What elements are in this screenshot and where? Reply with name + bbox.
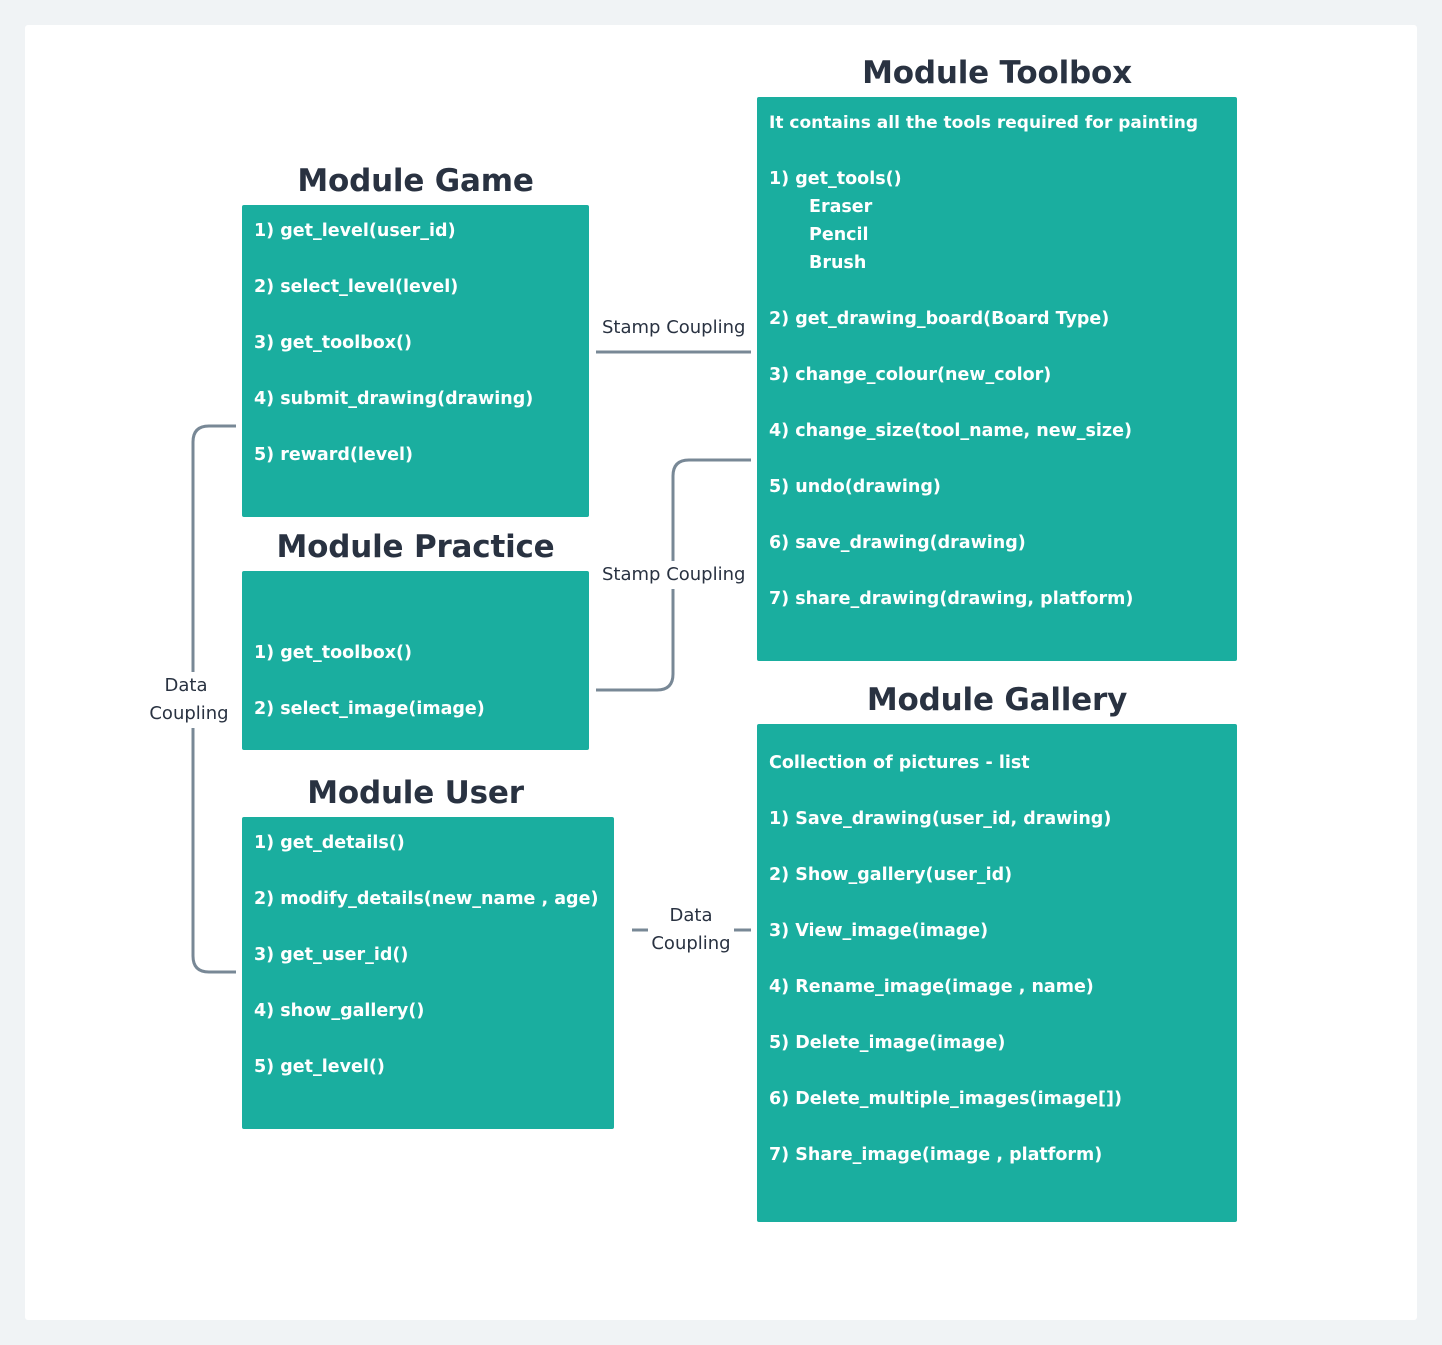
module-toolbox-tool: Pencil: [809, 225, 869, 245]
module-game-item: 3) get_toolbox(): [254, 333, 413, 353]
module-practice-item: 2) select_image(image): [254, 699, 485, 719]
connector-label-data-coupling-left-line1: Data: [164, 675, 208, 696]
module-user-item: 5) get_level(): [254, 1057, 385, 1077]
module-game-box: 1) get_level(user_id) 2) select_level(le…: [242, 205, 589, 517]
module-toolbox-item: 5) undo(drawing): [769, 477, 941, 497]
module-toolbox-item: 1) get_tools(): [769, 169, 902, 189]
module-gallery-item: 1) Save_drawing(user_id, drawing): [769, 809, 1112, 829]
connector-label-data-coupling-right-line2: Coupling: [651, 933, 731, 954]
module-gallery-item: 3) View_image(image): [769, 921, 989, 941]
module-toolbox-description: It contains all the tools required for p…: [769, 113, 1199, 133]
module-toolbox-item: 4) change_size(tool_name, new_size): [769, 421, 1132, 441]
module-gallery-item: 6) Delete_multiple_images(image[]): [769, 1089, 1122, 1109]
connector-label-practice-toolbox: Stamp Coupling: [598, 561, 750, 589]
connector-label-data-coupling-left-line2: Coupling: [149, 703, 229, 724]
module-toolbox-item: 6) save_drawing(drawing): [769, 533, 1026, 553]
module-toolbox-box: It contains all the tools required for p…: [757, 97, 1237, 661]
module-practice-title: Module Practice: [276, 529, 555, 565]
connector-label-data-coupling-right-line1: Data: [669, 905, 713, 926]
module-user-item: 1) get_details(): [254, 833, 405, 853]
module-gallery-item: 7) Share_image(image , platform): [769, 1145, 1103, 1165]
module-gallery-title: Module Gallery: [866, 682, 1128, 718]
connector-label-data-coupling-left: Data Coupling: [148, 672, 230, 728]
module-gallery-item: 5) Delete_image(image): [769, 1033, 1006, 1053]
module-game-item: 4) submit_drawing(drawing): [254, 389, 534, 409]
connector-label-game-toolbox: Stamp Coupling: [598, 314, 750, 342]
module-toolbox-item: 2) get_drawing_board(Board Type): [769, 309, 1110, 329]
module-toolbox-tool: Brush: [809, 253, 867, 273]
module-gallery-description: Collection of pictures - list: [769, 753, 1030, 773]
module-practice-box: 1) get_toolbox() 2) select_image(image): [242, 571, 589, 750]
module-user-item: 2) modify_details(new_name , age): [254, 889, 599, 909]
module-game-title: Module Game: [297, 163, 534, 199]
module-practice-item: 1) get_toolbox(): [254, 643, 413, 663]
module-game-item: 5) reward(level): [254, 445, 414, 465]
module-user-title: Module User: [307, 775, 524, 811]
module-gallery-item: 4) Rename_image(image , name): [769, 977, 1094, 997]
module-toolbox-item: 3) change_colour(new_color): [769, 365, 1052, 385]
module-toolbox-item: 7) share_drawing(drawing, platform): [769, 589, 1134, 609]
connector-label-data-coupling-right: Data Coupling: [648, 902, 734, 958]
module-toolbox-title: Module Toolbox: [862, 55, 1132, 91]
module-user-box: 1) get_details() 2) modify_details(new_n…: [242, 817, 614, 1129]
module-gallery-item: 2) Show_gallery(user_id): [769, 865, 1013, 885]
module-game-item: 2) select_level(level): [254, 277, 459, 297]
module-game-item: 1) get_level(user_id): [254, 221, 456, 241]
module-user-item: 3) get_user_id(): [254, 945, 409, 965]
module-toolbox-tool: Eraser: [809, 197, 873, 217]
module-gallery-box: Collection of pictures - list 1) Save_dr…: [757, 724, 1237, 1222]
module-user-item: 4) show_gallery(): [254, 1001, 425, 1021]
